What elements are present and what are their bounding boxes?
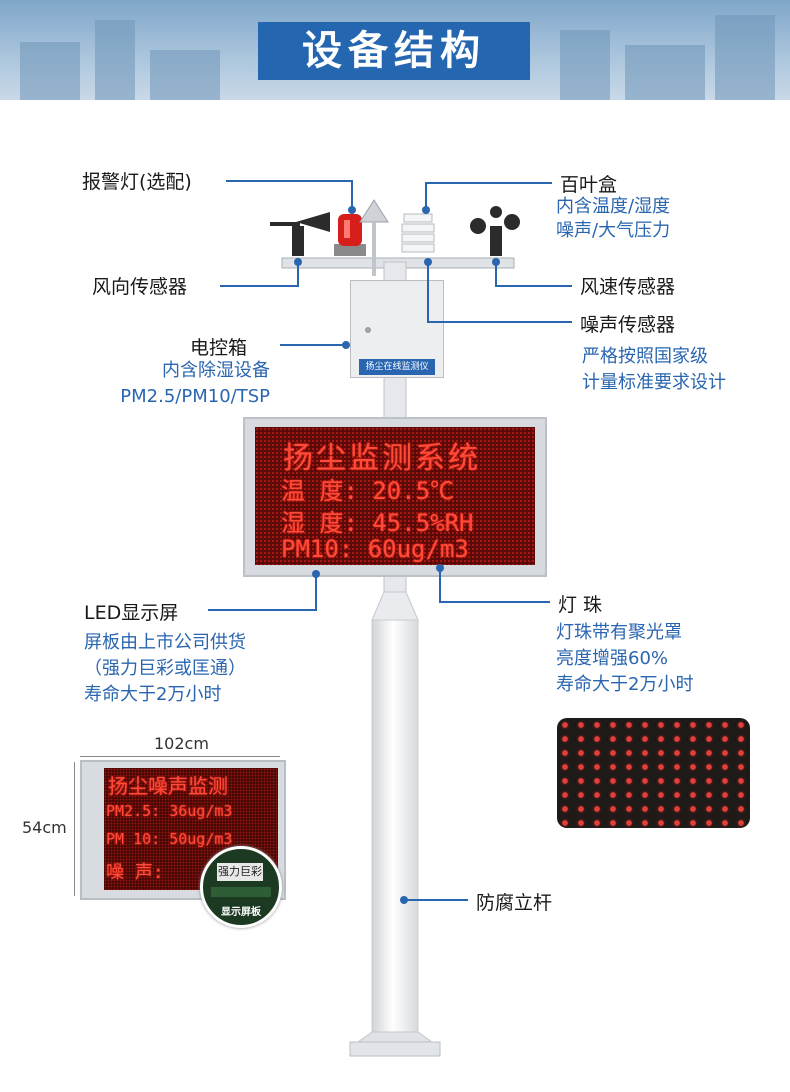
control-cabinet: 扬尘在线监测仪 <box>350 280 444 378</box>
callout-dot <box>422 206 430 214</box>
led-line-pm10: PM10: 60ug/m3 <box>281 535 469 563</box>
label-wind-speed: 风速传感器 <box>580 276 676 298</box>
callout-line <box>439 568 441 603</box>
inset-width-label: 102cm <box>154 734 209 753</box>
label-alarm-light: 报警灯(选配) <box>82 171 192 193</box>
callout-dot <box>492 258 500 266</box>
label-noise-sensor: 噪声传感器 <box>580 314 676 336</box>
building-silhouette <box>715 15 775 100</box>
board-label: 显示屏板 <box>221 907 261 918</box>
callout-line <box>427 262 429 323</box>
callout-dot <box>294 258 302 266</box>
label-bead-sub2: 亮度增强60% <box>556 648 669 669</box>
callout-line <box>220 285 298 287</box>
led-line-humidity: 湿 度: 45.5%RH <box>281 509 474 537</box>
led-screen: 扬尘监测系统 温 度: 20.5℃ 湿 度: 45.5%RH PM10: 60u… <box>255 427 535 565</box>
dimension-line <box>80 756 280 757</box>
label-control-sub2: PM2.5/PM10/TSP <box>120 386 270 407</box>
inset-height-label: 54cm <box>22 818 67 837</box>
inset-line-pm25: PM2.5: 36ug/m3 <box>106 802 233 820</box>
cabinet-label: 扬尘在线监测仪 <box>359 359 435 375</box>
label-control-sub1: 内含除湿设备 <box>162 360 270 381</box>
building-silhouette <box>625 45 705 100</box>
callout-line <box>351 180 353 210</box>
building-silhouette <box>560 30 610 100</box>
building-silhouette <box>95 20 135 100</box>
led-display-panel: 扬尘监测系统 温 度: 20.5℃ 湿 度: 45.5%RH PM10: 60u… <box>243 417 547 577</box>
label-control-box: 电控箱 <box>190 337 248 359</box>
inset-line-title: 扬尘噪声监测 <box>108 774 228 798</box>
callout-line <box>426 182 552 184</box>
callout-line <box>406 899 468 901</box>
label-shutter-box-sub2: 噪声/大气压力 <box>556 220 671 241</box>
callout-line <box>280 344 344 346</box>
led-line-title: 扬尘监测系统 <box>283 441 481 476</box>
board-trace <box>211 887 271 897</box>
callout-line <box>496 285 572 287</box>
callout-dot <box>436 564 444 572</box>
callout-dot <box>400 896 408 904</box>
page-title: 设备结构 <box>258 22 530 80</box>
label-shutter-box: 百叶盒 <box>560 174 618 196</box>
callout-line <box>428 321 572 323</box>
label-bead-sub1: 灯珠带有聚光罩 <box>556 622 682 643</box>
label-led-sub3: 寿命大于2万小时 <box>84 684 222 705</box>
building-silhouette <box>20 42 80 100</box>
callout-dot <box>342 341 350 349</box>
building-silhouette <box>150 50 220 100</box>
callout-line <box>315 574 317 611</box>
callout-dot <box>348 206 356 214</box>
callout-line <box>208 609 316 611</box>
label-bead-sub3: 寿命大于2万小时 <box>556 674 694 695</box>
lamp-bead-closeup <box>557 718 750 828</box>
inset-line-pm10: PM 10: 50ug/m3 <box>106 830 233 848</box>
label-lamp-bead: 灯 珠 <box>558 594 603 616</box>
label-led-screen: LED显示屏 <box>84 602 179 624</box>
label-wind-direction: 风向传感器 <box>92 276 188 298</box>
label-led-sub1: 屏板由上市公司供货 <box>84 632 246 653</box>
label-noise-sub1: 严格按照国家级 <box>582 346 708 367</box>
callout-line <box>425 182 427 208</box>
led-line-temperature: 温 度: 20.5℃ <box>281 477 455 505</box>
callout-line <box>440 601 550 603</box>
callout-line <box>495 262 497 287</box>
circuit-board-closeup: 强力巨彩 显示屏板 <box>200 846 282 928</box>
header-banner: 设备结构 <box>0 0 790 100</box>
callout-line <box>226 180 352 182</box>
callout-dot <box>312 570 320 578</box>
dimension-line <box>74 762 75 896</box>
inset-line-noise: 噪 声: <box>106 862 164 883</box>
cabinet-lock-icon <box>365 327 371 333</box>
chip-label: 强力巨彩 <box>217 863 263 881</box>
callout-line <box>297 262 299 287</box>
callout-dot <box>424 258 432 266</box>
label-pole: 防腐立杆 <box>476 892 553 914</box>
label-shutter-box-sub1: 内含温度/湿度 <box>556 196 671 217</box>
label-noise-sub2: 计量标准要求设计 <box>582 372 726 393</box>
label-led-sub2: （强力巨彩或匡通） <box>84 658 246 679</box>
